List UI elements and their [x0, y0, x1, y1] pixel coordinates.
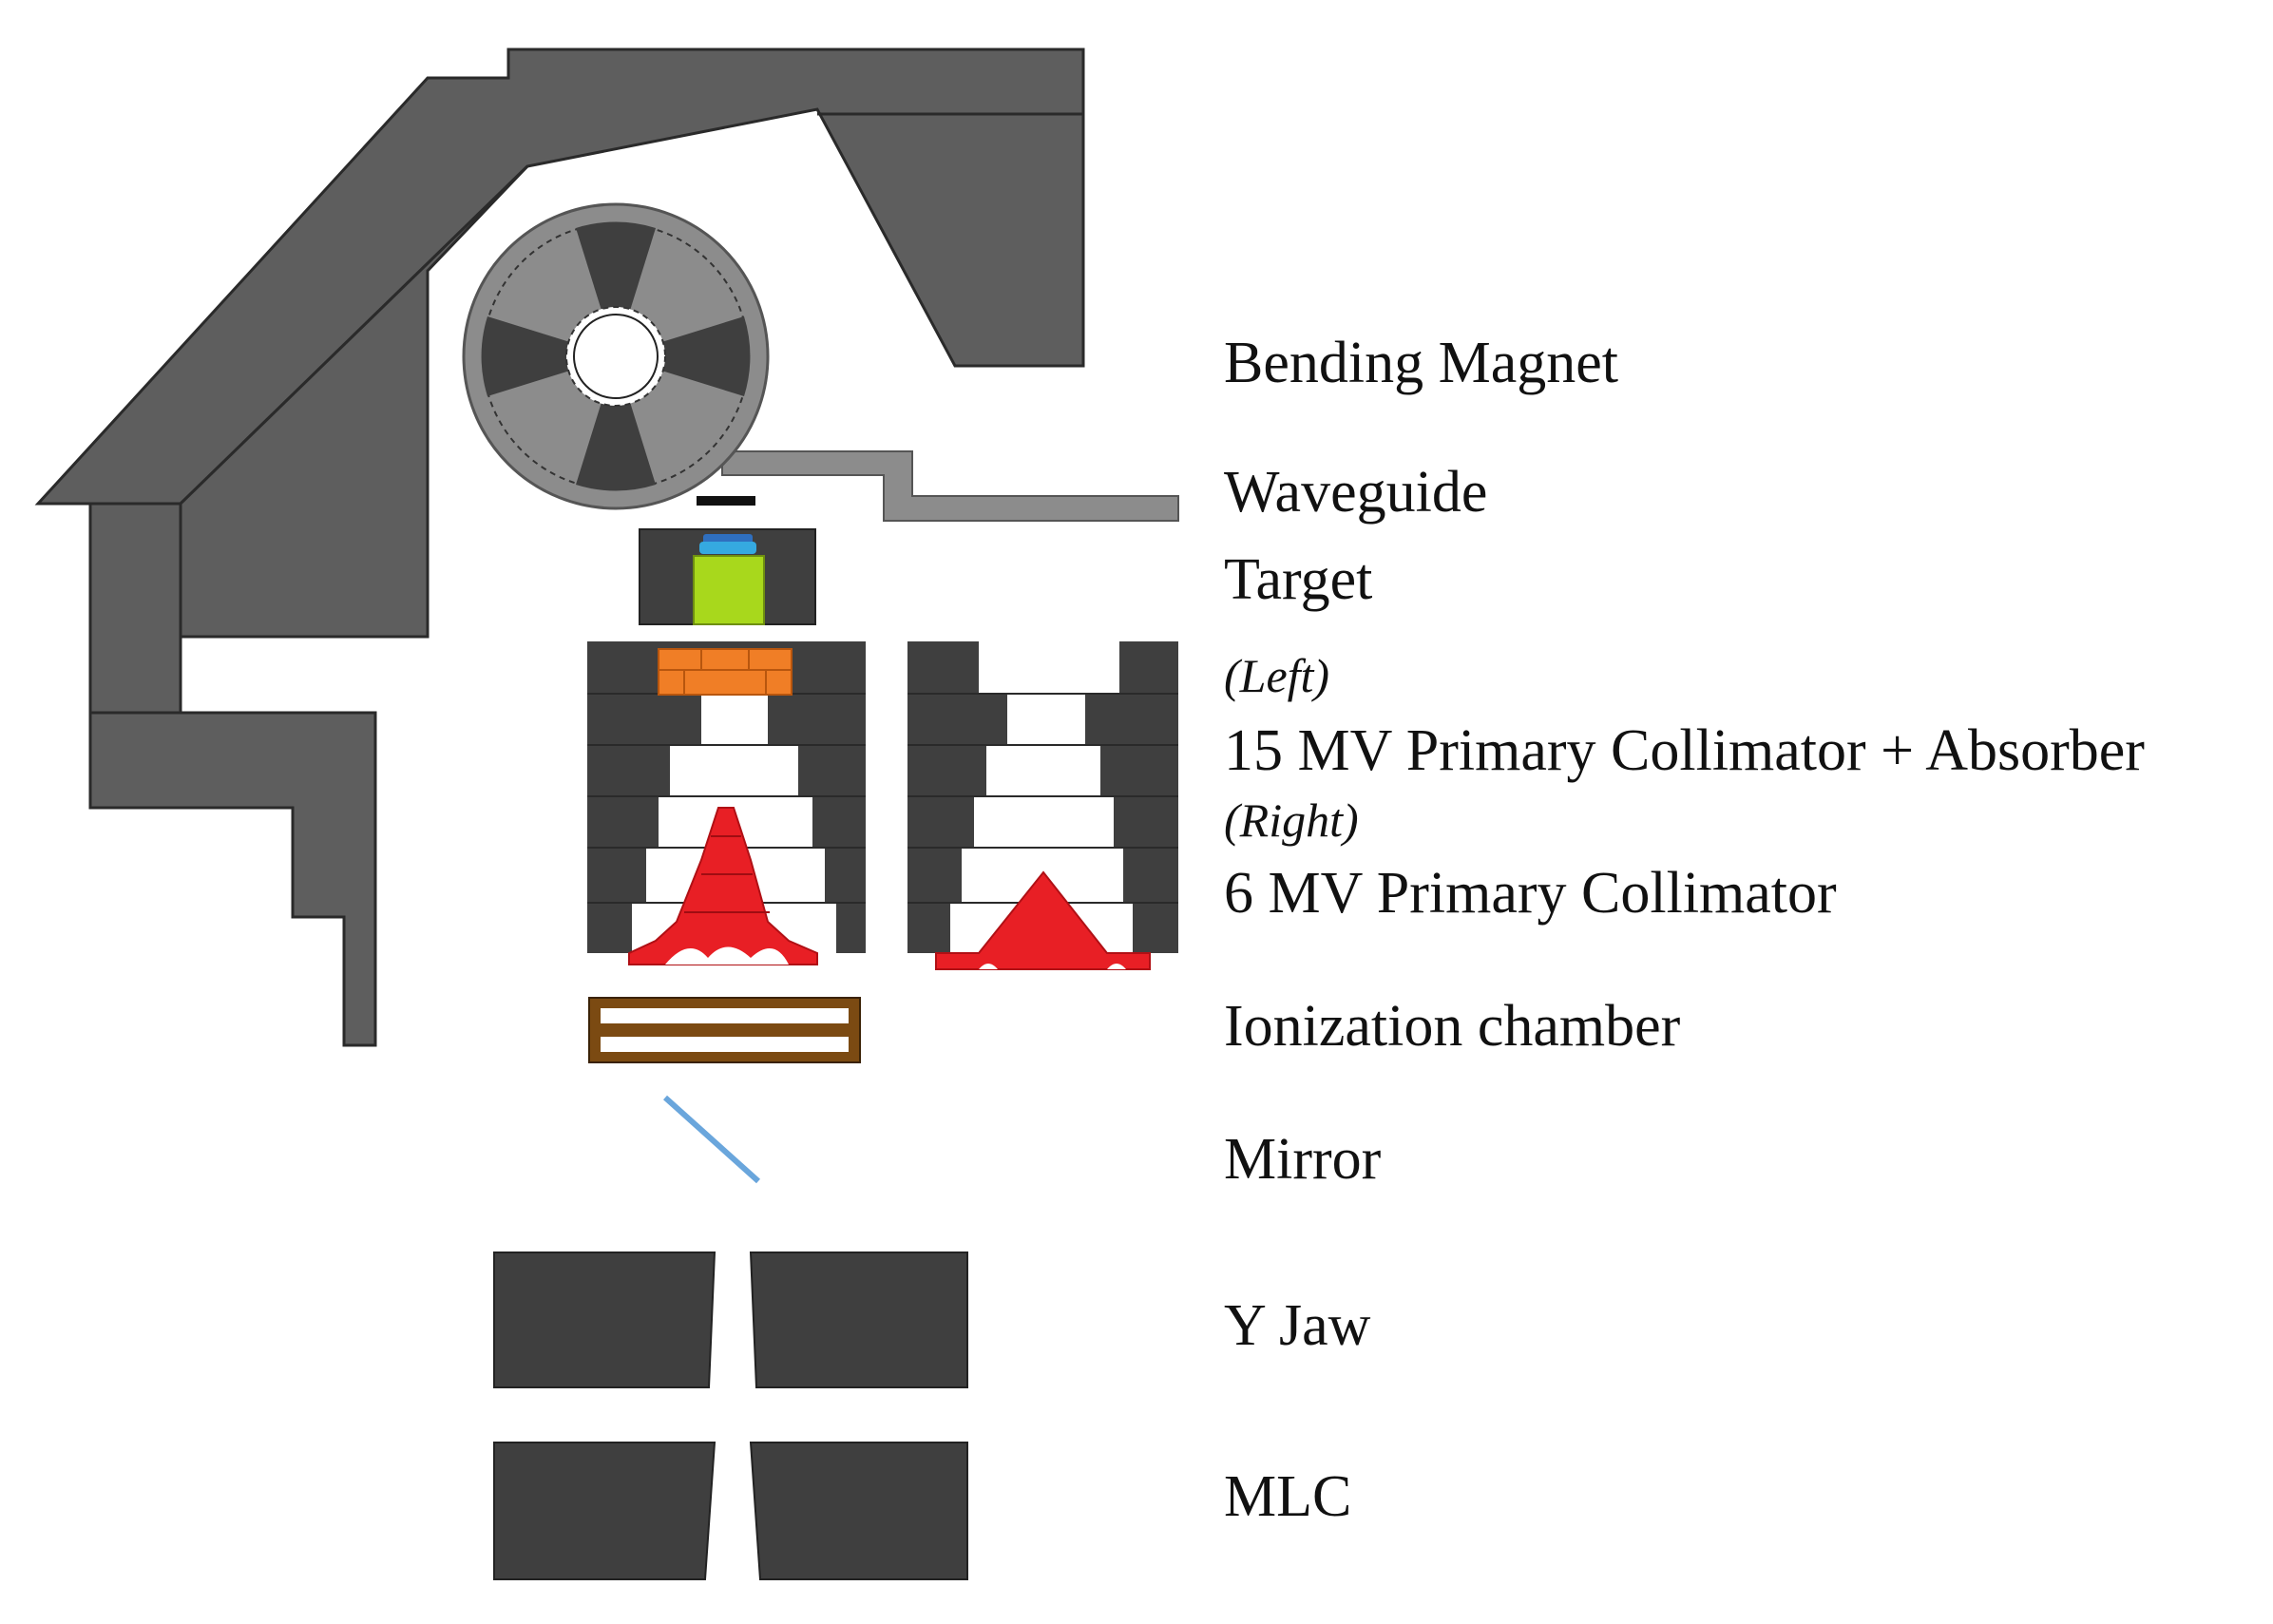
y-jaw-left: [493, 1251, 716, 1388]
label-mirror: Mirror: [1224, 1127, 1382, 1192]
mlc-right: [749, 1442, 968, 1580]
target-window: [699, 542, 756, 554]
mlc-left: [493, 1442, 716, 1580]
label-primary-6mv: 6 MV Primary Collimator: [1224, 861, 1837, 926]
y-jaw: [493, 1251, 968, 1388]
labels: Bending Magnet Waveguide Target (Left) 1…: [1224, 331, 2145, 1529]
label-primary-15mv: 15 MV Primary Collimator + Absorber: [1224, 718, 2145, 783]
mlc: [493, 1442, 968, 1580]
label-right-note: (Right): [1224, 793, 1359, 847]
label-bending-magnet: Bending Magnet: [1224, 331, 1618, 395]
bending-magnet: [462, 202, 770, 510]
ionization-chamber: [588, 997, 861, 1063]
exit-window: [697, 496, 755, 506]
primary-collimator-15mv: [587, 641, 866, 965]
primary-collimator-6mv: [907, 641, 1178, 970]
absorber: [658, 648, 793, 696]
target-assembly: [639, 496, 816, 625]
label-ionization-chamber: Ionization chamber: [1224, 994, 1681, 1059]
label-mlc: MLC: [1224, 1464, 1351, 1529]
label-target: Target: [1224, 547, 1372, 612]
lower-left-shield: [88, 502, 377, 1047]
flattening-filter-6mv: [935, 870, 1151, 970]
label-waveguide: Waveguide: [1224, 460, 1487, 525]
target: [693, 555, 765, 625]
mirror: [662, 1095, 761, 1184]
head-shielding: [34, 48, 1085, 1047]
label-y-jaw: Y Jaw: [1224, 1293, 1371, 1358]
flattening-filter-15mv: [628, 807, 818, 965]
waveguide: [721, 450, 1179, 522]
label-left-note: (Left): [1224, 649, 1329, 702]
y-jaw-right: [749, 1251, 968, 1388]
